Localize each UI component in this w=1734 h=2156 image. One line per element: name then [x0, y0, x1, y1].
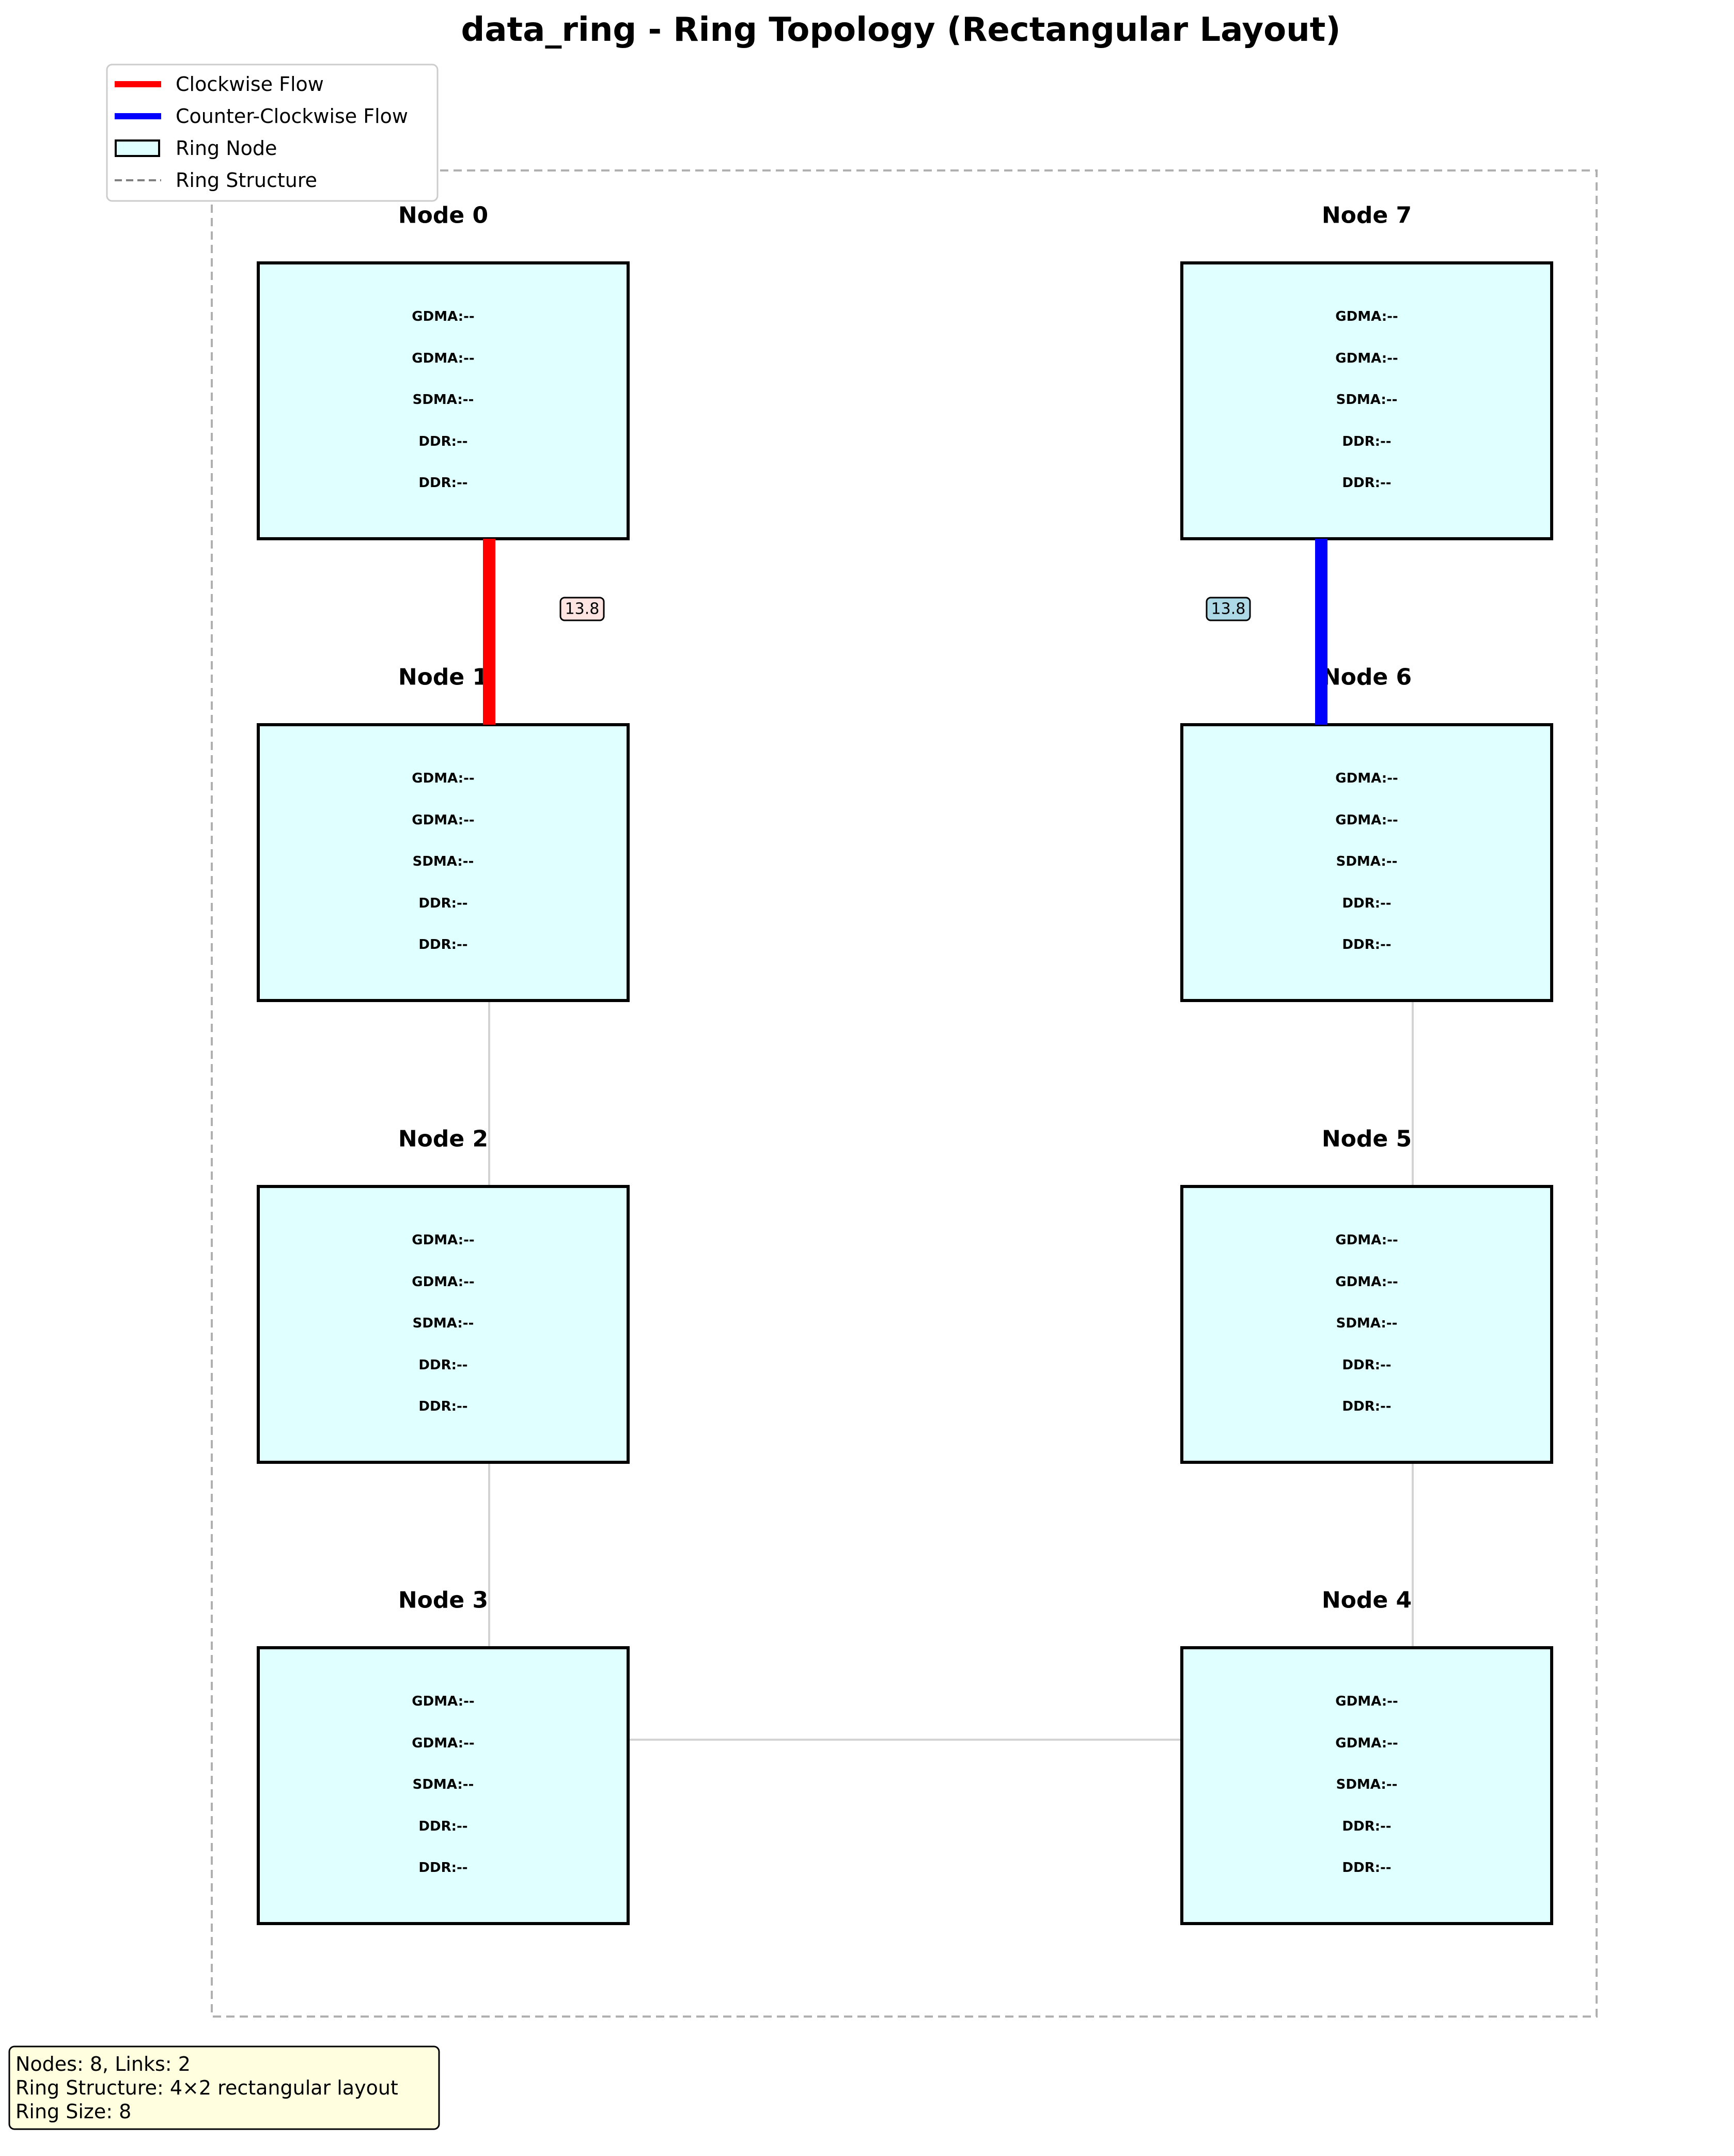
- link-value-label: 13.8: [565, 600, 600, 618]
- node-metric: SDMA:--: [413, 392, 474, 408]
- node-metric: GDMA:--: [1335, 309, 1398, 324]
- node-metric: GDMA:--: [412, 1736, 474, 1751]
- ring-node-3[interactable]: Node 3 GDMA:-- GDMA:-- SDMA:-- DDR:-- DDR:--: [257, 1587, 630, 1925]
- node-box[interactable]: [1180, 1185, 1553, 1464]
- node-metric: DDR:--: [418, 1357, 467, 1373]
- legend-item: Ring Structure: [115, 169, 317, 192]
- node-metric: GDMA:--: [1335, 813, 1398, 828]
- link-value-box: [1206, 597, 1251, 621]
- node-metric: DDR:--: [1342, 1399, 1391, 1414]
- node-metric: DDR:--: [418, 1399, 467, 1414]
- node-metric: SDMA:--: [413, 854, 474, 869]
- node-metric: DDR:--: [418, 896, 467, 911]
- node-metric: DDR:--: [1342, 1357, 1391, 1373]
- link-value-box: [559, 597, 605, 621]
- node-metric: DDR:--: [1342, 937, 1391, 952]
- legend-item: Clockwise Flow: [115, 73, 324, 96]
- node-metric: DDR:--: [418, 434, 467, 449]
- info-line: Ring Size: 8: [15, 2100, 131, 2123]
- node-box[interactable]: [257, 1646, 630, 1925]
- node-metric: GDMA:--: [412, 771, 474, 786]
- node-box[interactable]: [1180, 1646, 1553, 1925]
- node-metric: GDMA:--: [412, 813, 474, 828]
- node-metric: DDR:--: [1342, 896, 1391, 911]
- node-title: Node 2: [398, 1126, 488, 1152]
- info-line: Nodes: 8, Links: 2: [15, 2053, 191, 2075]
- node-title: Node 7: [1322, 202, 1412, 229]
- node-box[interactable]: [1180, 261, 1553, 540]
- node-metric: GDMA:--: [1335, 771, 1398, 786]
- node-title: Node 4: [1322, 1587, 1412, 1614]
- node-metric: SDMA:--: [1336, 854, 1398, 869]
- node-box[interactable]: [257, 1185, 630, 1464]
- legend-box: [106, 64, 439, 202]
- node-title: Node 5: [1322, 1126, 1412, 1152]
- node-metric: DDR:--: [418, 937, 467, 952]
- legend-label: Ring Node: [176, 137, 277, 160]
- ring-node-2[interactable]: Node 2 GDMA:-- GDMA:-- SDMA:-- DDR:-- DDR:--: [257, 1126, 630, 1464]
- node-metric: GDMA:--: [412, 351, 474, 366]
- legend-label: Counter-Clockwise Flow: [176, 105, 408, 128]
- node-metric: DDR:--: [1342, 475, 1391, 491]
- node-title: Node 3: [398, 1587, 488, 1614]
- legend-item: Counter-Clockwise Flow: [115, 105, 408, 128]
- node-metric: GDMA:--: [1335, 1736, 1398, 1751]
- ring-structure-frame: [211, 169, 1598, 2018]
- node-metric: GDMA:--: [1335, 1274, 1398, 1290]
- node-metric: GDMA:--: [412, 1694, 474, 1709]
- legend-label: Clockwise Flow: [176, 73, 324, 96]
- node-box[interactable]: [257, 723, 630, 1002]
- node-title: Node 1: [398, 664, 488, 691]
- node-metric: DDR:--: [1342, 1860, 1391, 1876]
- node-metric: GDMA:--: [1335, 1232, 1398, 1248]
- node-title: Node 0: [398, 202, 488, 229]
- node-box[interactable]: [257, 261, 630, 540]
- ring-node-7[interactable]: Node 7 GDMA:-- GDMA:-- SDMA:-- DDR:-- DDR:--: [1180, 202, 1553, 540]
- ring-node-5[interactable]: Node 5 GDMA:-- GDMA:-- SDMA:-- DDR:-- DDR:--: [1180, 1126, 1553, 1464]
- node-metric: SDMA:--: [1336, 1316, 1398, 1331]
- node-metric: GDMA:--: [412, 1274, 474, 1290]
- node-title: Node 6: [1322, 664, 1412, 691]
- page-title: data_ring - Ring Topology (Rectangular L…: [461, 11, 1341, 49]
- legend-label: Ring Structure: [176, 169, 317, 192]
- node-metric: SDMA:--: [413, 1777, 474, 1792]
- node-metric: DDR:--: [1342, 434, 1391, 449]
- ring-node-4[interactable]: Node 4 GDMA:-- GDMA:-- SDMA:-- DDR:-- DDR:--: [1180, 1587, 1553, 1925]
- node-metric: SDMA:--: [1336, 392, 1398, 408]
- info-line: Ring Structure: 4×2 rectangular layout: [15, 2076, 398, 2099]
- node-metric: GDMA:--: [1335, 1694, 1398, 1709]
- link-value-label: 13.8: [1211, 600, 1246, 618]
- node-metric: GDMA:--: [412, 1232, 474, 1248]
- info-box: [8, 2045, 440, 2130]
- node-metric: GDMA:--: [412, 309, 474, 324]
- legend-item: Ring Node: [115, 137, 277, 160]
- node-metric: GDMA:--: [1335, 351, 1398, 366]
- ring-node-1[interactable]: Node 1 GDMA:-- GDMA:-- SDMA:-- DDR:-- DDR:--: [257, 664, 630, 1002]
- ring-node-swatch: [115, 139, 160, 157]
- node-metric: SDMA:--: [1336, 1777, 1398, 1792]
- node-metric: SDMA:--: [413, 1316, 474, 1331]
- ring-node-0[interactable]: Node 0 GDMA:-- GDMA:-- SDMA:-- DDR:-- DDR:--: [257, 202, 630, 540]
- ring-node-6[interactable]: Node 6 GDMA:-- GDMA:-- SDMA:-- DDR:-- DDR:--: [1180, 664, 1553, 1002]
- node-metric: DDR:--: [418, 1860, 467, 1876]
- node-metric: DDR:--: [418, 475, 467, 491]
- node-box[interactable]: [1180, 723, 1553, 1002]
- node-metric: DDR:--: [418, 1819, 467, 1834]
- node-metric: DDR:--: [1342, 1819, 1391, 1834]
